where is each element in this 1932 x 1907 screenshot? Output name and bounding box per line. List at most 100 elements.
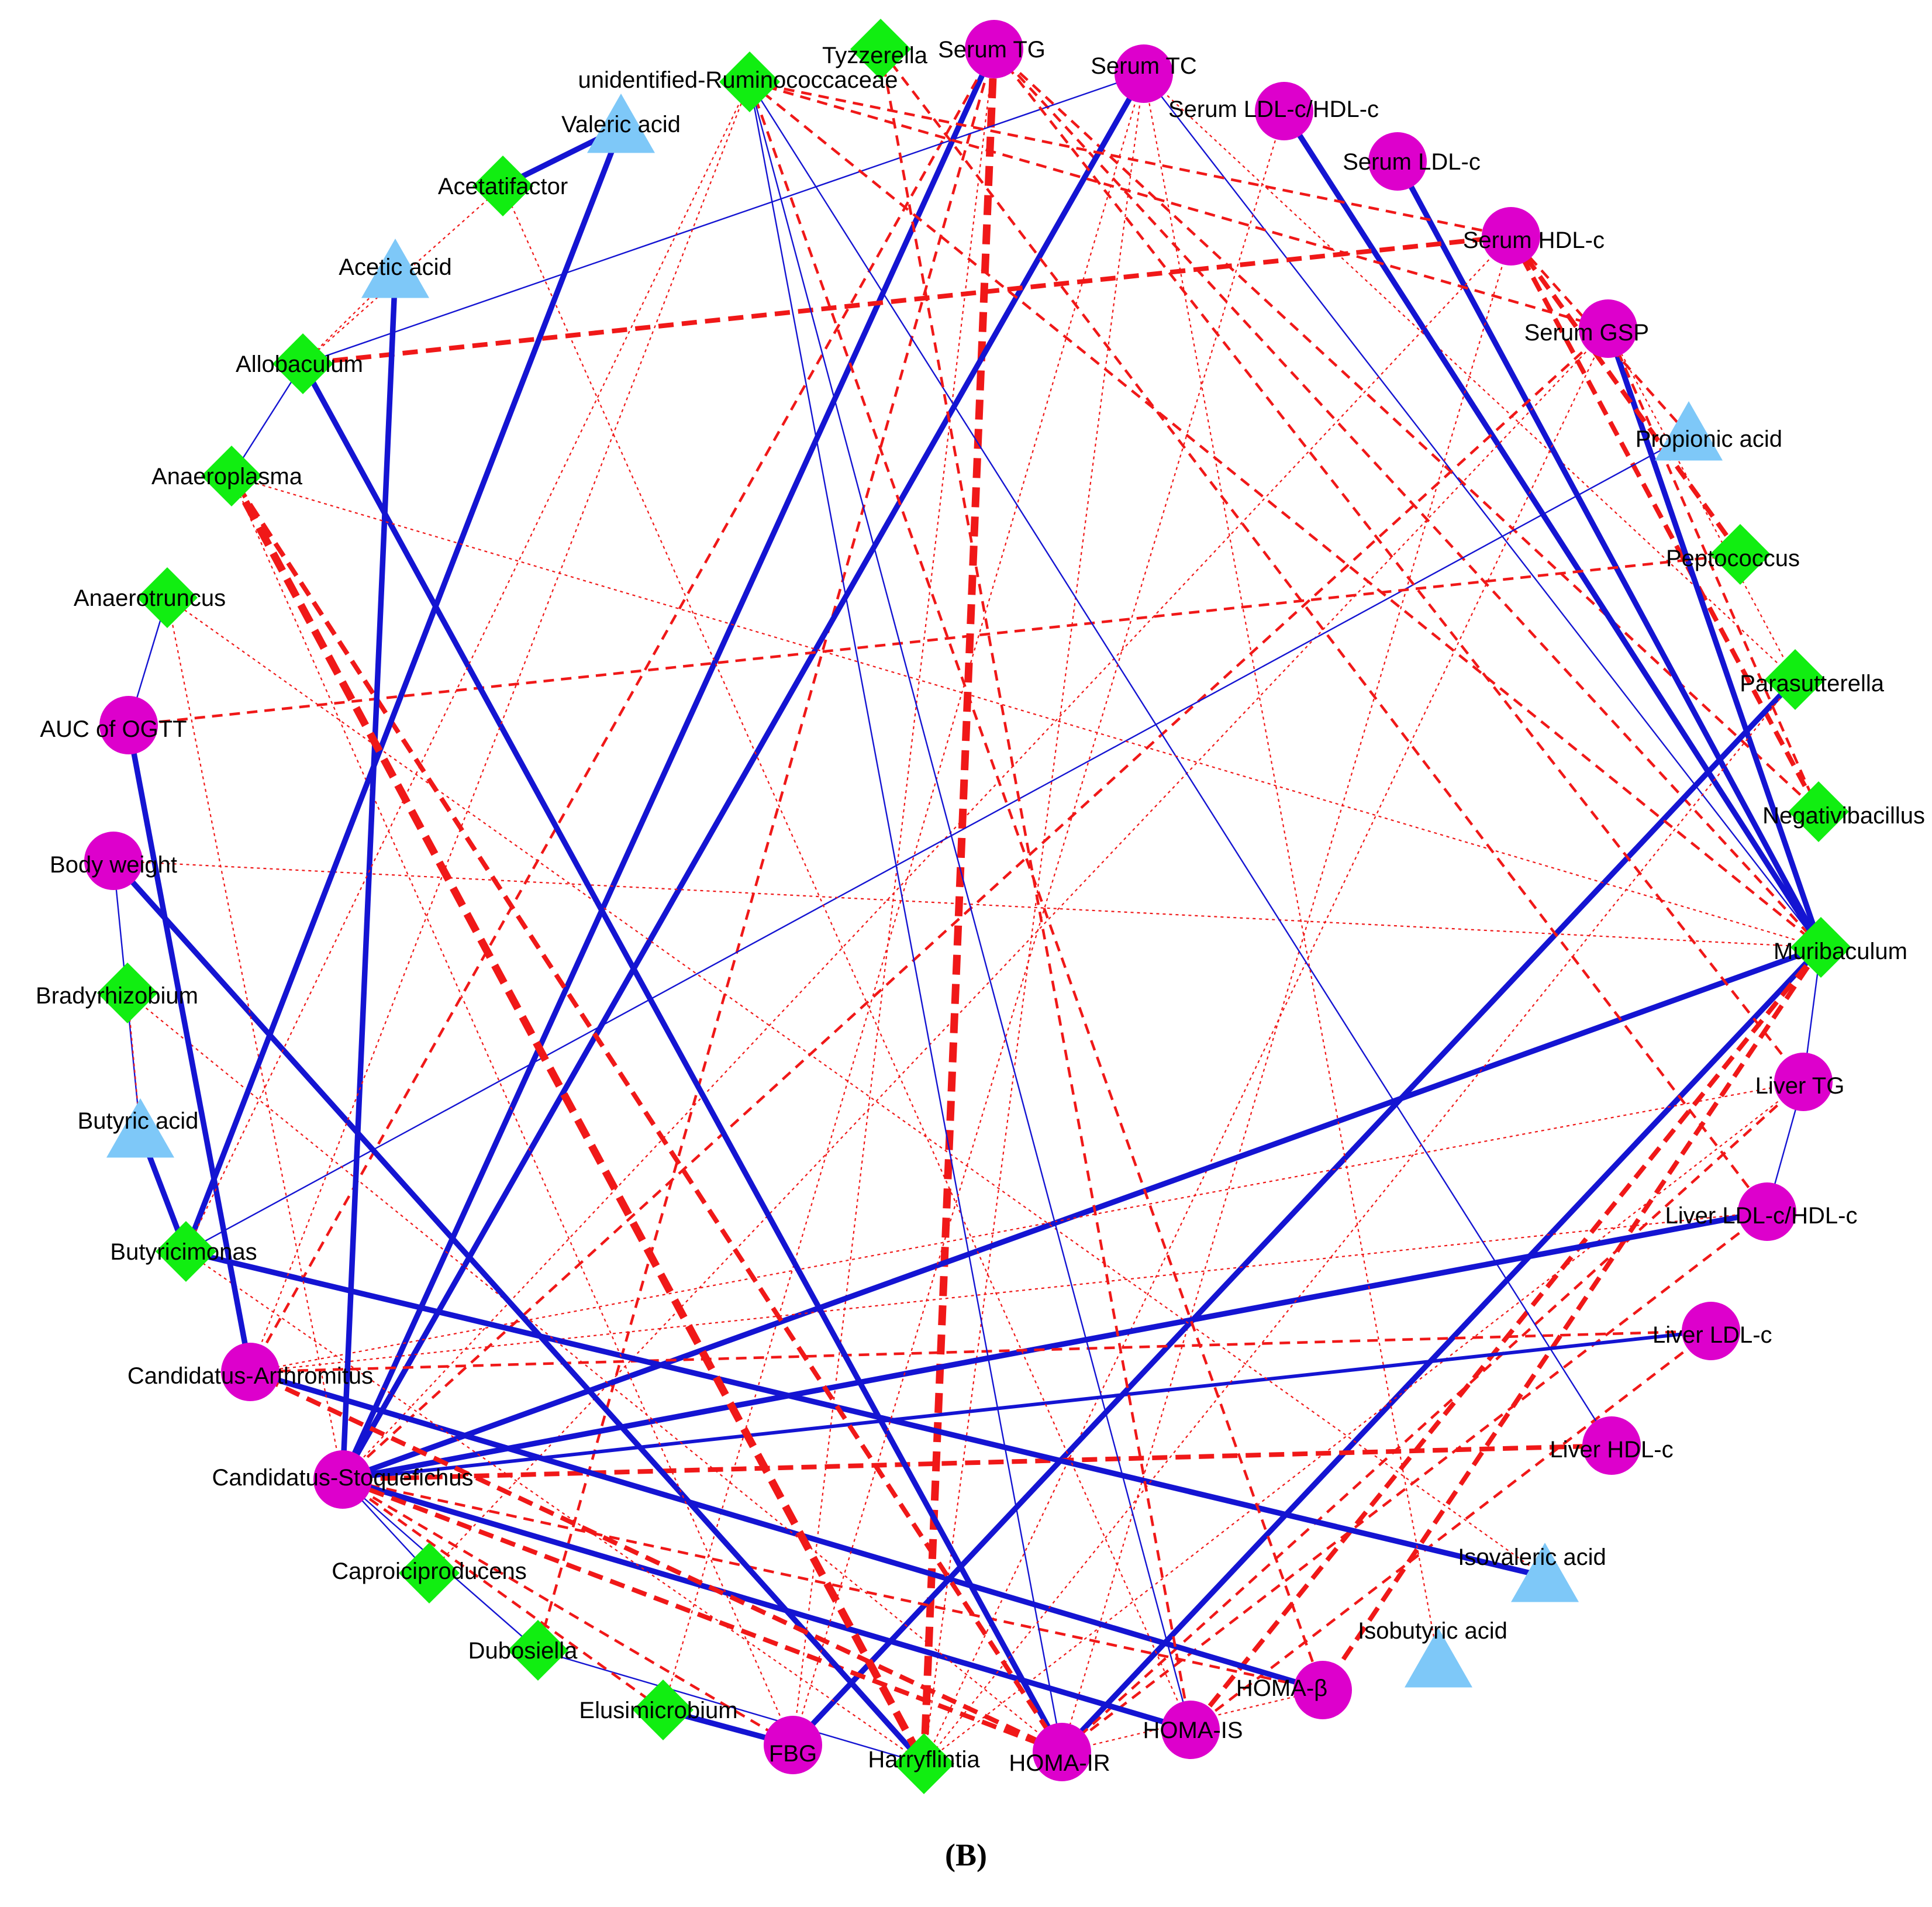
node-label-liver_ldl_hdl: Liver LDL-c/HDL-c	[1665, 1203, 1858, 1229]
edge-liver_tg-serum_tg	[993, 48, 1805, 1083]
node-label-elusimicrobium: Elusimicrobium	[579, 1698, 737, 1723]
node-serum_ldl_hdl	[1255, 82, 1313, 140]
node-anaerotruncus	[137, 567, 198, 628]
node-caproiciproducens	[399, 1543, 460, 1603]
node-label-muribaculum: Muribaculum	[1774, 939, 1907, 964]
edge-negativibacillus-serum_gsp	[1606, 328, 1820, 812]
edge-homa_ir-anaeroplasma	[229, 474, 1064, 1754]
edge-liver_hdl-ruminococcaceae	[748, 81, 1613, 1446]
edge-liver_ldl_hdl-homa_ir	[1061, 1211, 1768, 1753]
edge-harryflintia-parasutterella	[923, 679, 1796, 1764]
node-label-tyzzerella: Tyzzerella	[822, 43, 928, 68]
node-auc_ogtt	[99, 696, 158, 754]
node-label-body_weight: Body weight	[50, 852, 177, 878]
node-homa_is	[1161, 1701, 1220, 1759]
edge-homa_ir-ruminococcaceae	[748, 81, 1063, 1753]
node-homa_ir	[1033, 1723, 1091, 1781]
node-butyricimonas	[156, 1221, 216, 1282]
edge-stoquefichus-acetic	[340, 272, 398, 1480]
node-tyzzerella	[850, 19, 911, 80]
edge-liver_hdl-stoquefichus	[342, 1443, 1612, 1482]
edge-serum_tc-muribaculum	[1143, 73, 1821, 948]
panel-caption: (B)	[945, 1837, 987, 1872]
node-label-butyric: Butyric acid	[78, 1108, 199, 1134]
node-label-ruminococcaceae: unidentified-Ruminococcaceae	[578, 67, 898, 93]
edge-serum_tc-harryflintia	[923, 73, 1145, 1764]
node-liver_ldl_hdl	[1738, 1182, 1796, 1241]
edge-homa_is-ruminococcaceae	[748, 81, 1192, 1730]
node-label-butyricimonas: Butyricimonas	[110, 1239, 257, 1265]
node-label-acetic: Acetic acid	[339, 254, 451, 280]
edge-serum_gsp-muribaculum	[1605, 327, 1824, 949]
edge-serum_hdl-stoquefichus	[342, 236, 1512, 1480]
node-liver_ldl	[1682, 1302, 1740, 1360]
node-liver_hdl	[1582, 1416, 1641, 1475]
node-harryflintia	[893, 1733, 954, 1794]
node-label-auc_ogtt: AUC of OGTT	[40, 716, 187, 742]
edge-serum_gsp-harryflintia	[923, 328, 1609, 1764]
edge-homa_b-arthromitus	[249, 1369, 1324, 1693]
node-label-homa_is: HOMA-IS	[1143, 1718, 1243, 1743]
node-isovaleric	[1511, 1543, 1579, 1602]
node-label-liver_ldl: Liver LDL-c	[1652, 1322, 1772, 1348]
node-serum_tc	[1115, 44, 1173, 103]
edge-homa_is-acetatifactor	[502, 185, 1192, 1730]
edge-isobutyric-serum_tc	[1143, 73, 1440, 1663]
edge-homa_ir-allobaculum	[300, 362, 1065, 1754]
node-label-isovaleric: Isovaleric acid	[1458, 1544, 1606, 1570]
node-muribaculum	[1790, 917, 1851, 978]
edge-anaeroplasma-harryflintia	[228, 474, 927, 1766]
edge-harryflintia-body_weight	[111, 858, 926, 1766]
edge-serum_tg-fbg	[792, 49, 995, 1746]
edge-anaeroplasma-muribaculum	[231, 475, 1821, 949]
node-label-allobaculum: Allobaculum	[236, 351, 363, 377]
node-fbg	[764, 1716, 822, 1774]
edge-tyzzerella-homa_is	[879, 49, 1192, 1730]
edge-butyricimonas-valeric	[183, 126, 624, 1253]
edge-liver_tg-harryflintia	[923, 1081, 1804, 1764]
edge-serum_tc-allobaculum	[302, 73, 1144, 365]
node-elusimicrobium	[633, 1680, 694, 1740]
node-arthromitus	[221, 1343, 280, 1401]
node-serum_hdl	[1482, 207, 1540, 265]
node-acetic	[361, 239, 429, 298]
edge-tyzzerella-liver_ldl_hdl	[879, 48, 1768, 1213]
edge-muribaculum-body_weight	[113, 860, 1821, 949]
edge-ruminococcaceae-muribaculum	[748, 81, 1822, 949]
edge-parasutterella-serum_gsp	[1607, 328, 1796, 680]
edge-serum_tg-harryflintia	[920, 49, 998, 1764]
edge-arthromitus-ruminococcaceae	[249, 81, 751, 1373]
edge-liver_tg-homa_ir	[1061, 1081, 1805, 1753]
node-label-harryflintia: Harryflintia	[868, 1747, 980, 1772]
edge-peptococcus-serum_hdl	[1509, 235, 1743, 556]
node-label-fbg: FBG	[769, 1741, 817, 1767]
edge-serum_tc-stoquefichus	[340, 72, 1147, 1481]
node-allobaculum	[272, 333, 333, 394]
node-negativibacillus	[1788, 781, 1849, 842]
edge-serum_tg-muribaculum	[993, 48, 1822, 949]
node-label-serum_tg: Serum TG	[938, 37, 1046, 63]
edge-allobaculum-acetic	[302, 272, 396, 364]
node-label-bradyrhizobium: Bradyrhizobium	[36, 983, 198, 1009]
node-anaeroplasma	[201, 446, 262, 506]
edge-ruminococcaceae-serum_hdl	[749, 80, 1512, 238]
edge-serum_gsp-stoquefichus	[341, 327, 1609, 1481]
node-label-arthromitus: Candidatus-Arthromitus	[127, 1363, 373, 1389]
node-ruminococcaceae	[719, 51, 780, 112]
edge-liver_tg-arthromitus	[250, 1081, 1804, 1373]
node-label-dubosiella: Dubosiella	[468, 1638, 578, 1664]
edge-propionic-serum_hdl	[1510, 235, 1690, 436]
edge-homa_b-stoquefichus	[342, 1478, 1323, 1692]
node-label-anaerotruncus: Anaerotruncus	[74, 585, 226, 611]
node-label-anaeroplasma: Anaeroplasma	[151, 464, 303, 489]
edge-propionic-butyricimonas	[185, 434, 1689, 1253]
edge-homa_is-stoquefichus	[341, 1477, 1192, 1733]
edge-serum_ldl_hdl-muribaculum	[1282, 109, 1823, 949]
edge-muribaculum-homa_is	[1188, 946, 1823, 1732]
node-body_weight	[84, 832, 143, 890]
edge-isovaleric-anaerotruncus	[167, 597, 1545, 1577]
node-label-isobutyric: Isobutyric acid	[1358, 1618, 1507, 1644]
node-stoquefichus	[313, 1450, 372, 1509]
edge-serum_tc-parasutterella	[1143, 73, 1796, 680]
